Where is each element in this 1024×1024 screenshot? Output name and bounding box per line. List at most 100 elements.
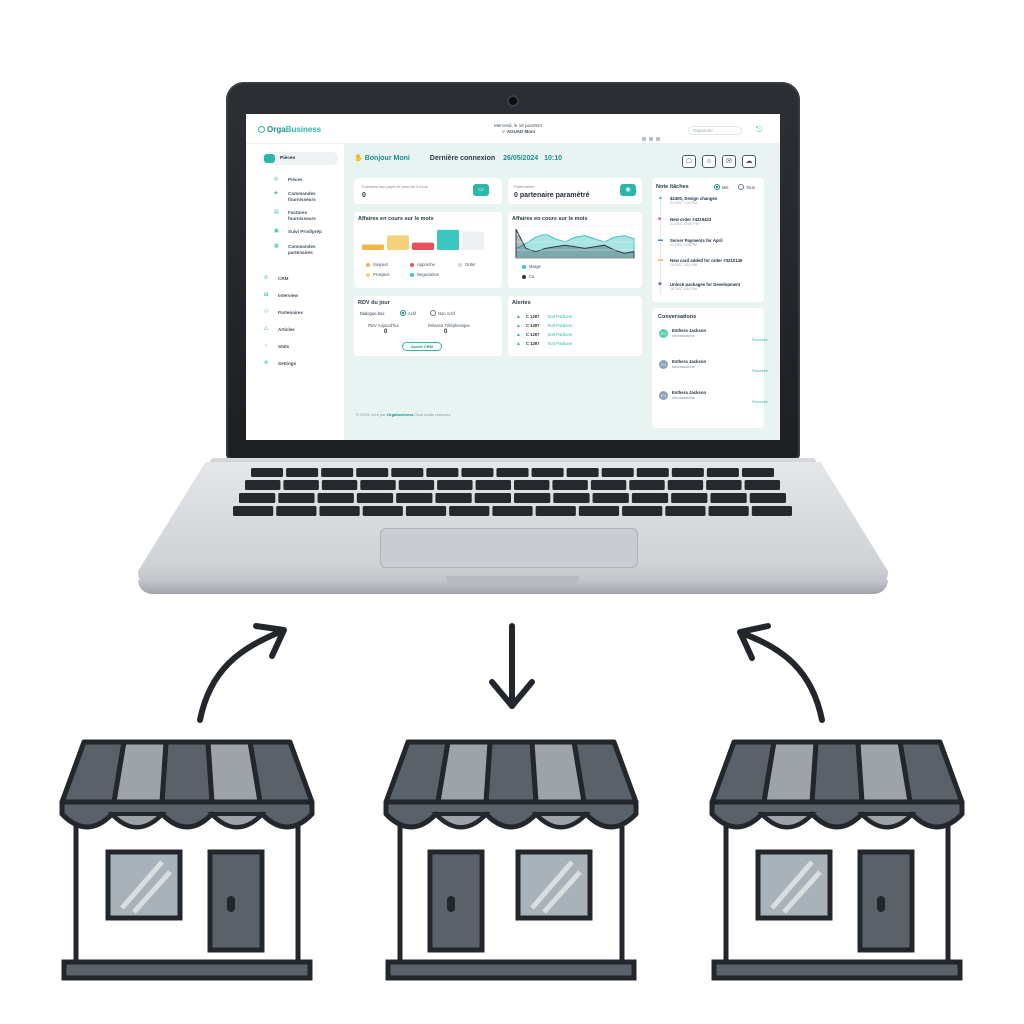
logout-icon[interactable]: ⎋: [756, 125, 763, 134]
laptop-bottom-edge: [138, 580, 888, 594]
sidebar-item-crm[interactable]: ✆CRM: [264, 275, 289, 281]
orders-icon: ◈: [274, 190, 278, 196]
greeting-bar: ✋Bonjour Moni Dernière connexion 26/05/2…: [354, 154, 562, 162]
arrow-up-left-icon: [197, 629, 283, 723]
notes-card: Note /tâches Mis Tous ▲$2400, Design cha…: [652, 178, 764, 302]
contacts-icon[interactable]: ☖: [682, 155, 696, 168]
rdv-card: RDV du jour Dialogue box Actif Non Actif…: [354, 296, 502, 356]
legend-suspect: Suspect: [366, 262, 388, 267]
rdv-option-actif[interactable]: Actif: [400, 310, 416, 316]
sidebar: Pièces ◎Pièces ◈Commandes fournisseurs ▤…: [246, 144, 344, 440]
phone-icon: ✆: [264, 275, 269, 281]
rdv-option-non-actif[interactable]: Non Actif: [430, 310, 455, 316]
sidebar-item-settings[interactable]: ⚙Settings: [264, 360, 297, 366]
card-icon: ▬: [658, 237, 663, 243]
parts-icon: [264, 154, 275, 163]
parts-icon: ◎: [274, 176, 279, 182]
sidebar-item-pieces-active[interactable]: Pièces: [262, 152, 338, 165]
eye-icon[interactable]: ◉: [620, 184, 636, 196]
sidebar-item-partenaires[interactable]: ⚇Partenaires: [264, 309, 304, 315]
acces-crm-button[interactable]: Accès CRM: [402, 342, 442, 351]
partners-card: Partenaires 0 partenaire paramétré ◉: [508, 178, 642, 204]
sidebar-item-stats[interactable]: ◔Stats: [264, 343, 290, 349]
legend-prospect: Prospect: [366, 272, 390, 277]
sidebar-subitem-commandes-fournisseurs[interactable]: ◈Commandes fournisseurs: [274, 190, 316, 202]
bar-suspect: [362, 244, 384, 250]
cloud-icon[interactable]: ☁: [742, 155, 756, 168]
bar-chart-title: Affaires en cours sur le mois: [358, 216, 434, 222]
bar-chart-card: Affaires en cours sur le mois Suspect Ap…: [354, 212, 502, 288]
app-logo[interactable]: OrgaBusiness: [258, 125, 321, 134]
rdv-today-value: 0: [384, 329, 388, 335]
rdv-filter-label: Dialogue box: [360, 311, 385, 316]
warning-icon: ▲: [516, 341, 521, 347]
logo-icon: [258, 126, 265, 133]
wallet-icon[interactable]: ▭: [473, 184, 489, 196]
mail-icon[interactable]: ✉: [722, 155, 736, 168]
sidebar-subitem-suivi-prod[interactable]: ▣Suivi Prod/prép: [274, 228, 322, 234]
partner-orders-icon: ▦: [274, 243, 279, 249]
main-content: ✋Bonjour Moni Dernière connexion 26/05/2…: [344, 144, 780, 440]
notes-option-tous[interactable]: Tous: [738, 184, 755, 190]
bar-negociation: [437, 229, 459, 250]
sidebar-item-interview[interactable]: ⊟Interview: [264, 292, 298, 298]
invoice-icon: ▤: [274, 209, 279, 215]
store-right: [712, 742, 962, 978]
area-series-marge: [515, 233, 635, 259]
legend-order: Order: [458, 262, 476, 267]
unpaid-invoices-card: Factures non payé de plus de 3 mois 0 ▭: [354, 178, 502, 204]
legend-negociation: Negociation: [410, 272, 439, 277]
sidebar-subitem-commandes-partenaires[interactable]: ▦Commandes partenaires: [274, 243, 316, 255]
laptop-notch: [446, 576, 580, 584]
warning-icon: ▲: [516, 314, 521, 320]
trackpad: [380, 528, 638, 568]
user-icon: ☺: [500, 129, 507, 134]
store-left: [62, 742, 312, 978]
reply-link[interactable]: Répondre: [752, 338, 768, 342]
avatar: EJ: [659, 360, 668, 369]
stats-icon: ◔: [264, 343, 268, 349]
legend-approche: Approche: [410, 262, 435, 267]
last-login-label: Dernière connexion: [429, 155, 496, 162]
toolbar-icons[interactable]: [642, 128, 663, 146]
search-input[interactable]: Orgazone: [688, 126, 742, 135]
wallet-icon: ▬: [658, 257, 663, 263]
sidebar-item-articles[interactable]: ♺Articles: [264, 326, 295, 332]
rdv-phone-label: Relance Téléphonique: [428, 323, 470, 328]
profile-icon[interactable]: ☺: [702, 155, 716, 168]
footer: © 2024, créé par Orgabusiness Tous droit…: [356, 412, 451, 417]
avatar: EJ: [659, 329, 668, 338]
notes-option-mis[interactable]: Mis: [714, 184, 729, 190]
reply-link[interactable]: Répondre: [752, 369, 768, 373]
legend-marge: Marge: [522, 264, 541, 269]
warning-icon: ▲: [516, 332, 521, 338]
car-icon: ⊟: [264, 292, 269, 298]
warning-icon: ▲: [516, 323, 521, 329]
sidebar-subitem-pieces[interactable]: ◎Pièces: [274, 176, 303, 182]
arrow-up-right-icon: [741, 631, 825, 723]
area-chart-card: Affaires en cours sur le mois Marge Ca: [508, 212, 642, 288]
area-chart-title: Affaires en cours sur le mois: [512, 216, 588, 222]
current-date: Mercredi, le 19 juin2024 ☺ AOUAD Moni: [494, 123, 543, 134]
sidebar-subitem-factures-fournisseurs[interactable]: ▤Factures fournisseurs: [274, 209, 316, 221]
rdv-phone-value: 0: [444, 329, 448, 335]
avatar: EJ: [659, 391, 668, 400]
reply-link[interactable]: Répondre: [752, 400, 768, 404]
laptop-screen: OrgaBusiness Mercredi, le 19 juin2024 ☺ …: [246, 114, 780, 440]
cart-icon: ■: [658, 216, 662, 222]
bag-icon: ♺: [264, 326, 269, 332]
